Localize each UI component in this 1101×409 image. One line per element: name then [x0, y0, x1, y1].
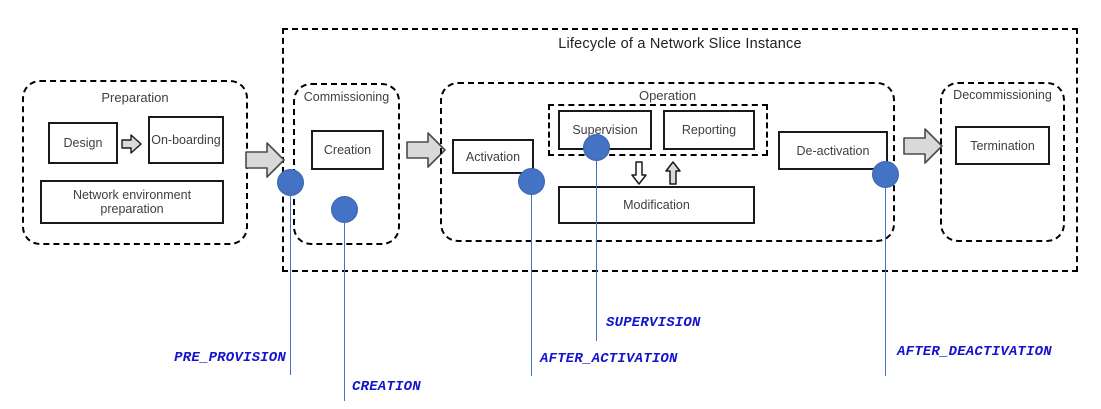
box-design[interactable]: Design	[48, 122, 118, 164]
phase-decommissioning-caption: Decommissioning	[953, 88, 1052, 102]
marker-dot-supervision[interactable]	[583, 134, 610, 161]
marker-dot-after-deactivation[interactable]	[872, 161, 899, 188]
marker-label-after-activation: AFTER_ACTIVATION	[540, 351, 678, 367]
operation-monitoring-group	[548, 104, 768, 156]
marker-label-supervision: SUPERVISION	[606, 315, 701, 331]
phase-operation-caption: Operation	[638, 88, 697, 103]
box-reporting[interactable]: Reporting	[663, 110, 755, 150]
box-termination[interactable]: Termination	[955, 126, 1050, 165]
box-creation[interactable]: Creation	[311, 130, 384, 170]
marker-label-creation: CREATION	[352, 379, 421, 395]
marker-line-supervision	[596, 160, 597, 341]
box-network-environment-preparation[interactable]: Network environment preparation	[40, 180, 224, 224]
box-modification[interactable]: Modification	[558, 186, 755, 224]
phase-commissioning-caption: Commissioning	[303, 90, 390, 104]
marker-label-after-deactivation: AFTER_DEACTIVATION	[897, 344, 1052, 360]
marker-line-pre-provision	[290, 182, 291, 375]
arrow-up-icon	[664, 160, 682, 186]
phase-commissioning	[293, 83, 400, 245]
phase-decommissioning	[940, 82, 1065, 242]
marker-dot-after-activation[interactable]	[518, 168, 545, 195]
marker-line-creation	[344, 209, 345, 401]
box-onboarding[interactable]: On-boarding	[148, 116, 224, 164]
phase-preparation-caption: Preparation	[101, 90, 169, 105]
marker-label-pre-provision: PRE_PROVISION	[174, 350, 286, 366]
transition-operation-to-decommissioning-icon	[901, 124, 945, 168]
phase-operation	[440, 82, 895, 242]
marker-dot-creation[interactable]	[331, 196, 358, 223]
lifecycle-container	[282, 28, 1078, 272]
design-to-onboarding-arrow-icon	[120, 132, 144, 156]
lifecycle-title: Lifecycle of a Network Slice Instance	[558, 36, 802, 52]
marker-dot-pre-provision[interactable]	[277, 169, 304, 196]
marker-line-after-deactivation	[885, 188, 886, 376]
box-activation[interactable]: Activation	[452, 139, 534, 174]
arrow-down-icon	[630, 160, 648, 186]
box-deactivation[interactable]: De-activation	[778, 131, 888, 170]
transition-preparation-to-commissioning-icon	[243, 138, 287, 182]
transition-commissioning-to-operation-icon	[404, 128, 448, 172]
marker-line-after-activation	[531, 194, 532, 376]
